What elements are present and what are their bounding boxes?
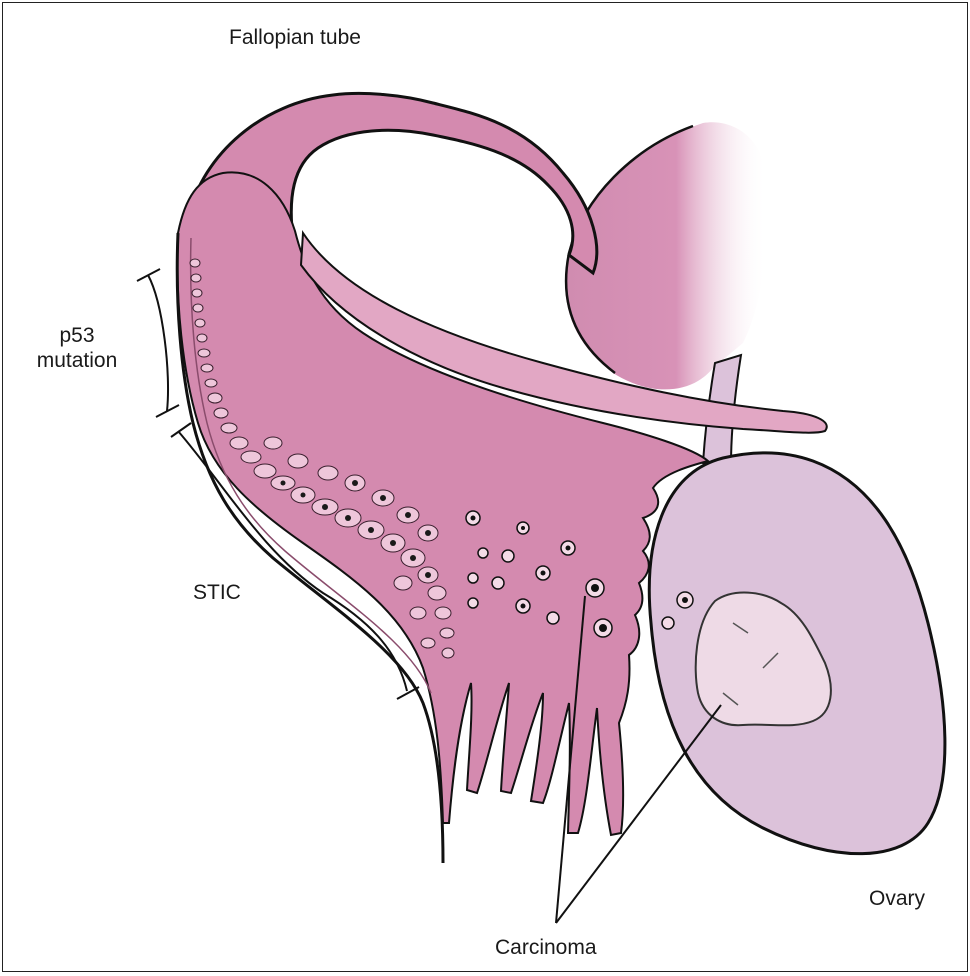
stic-label: STIC	[193, 580, 241, 605]
carcinoma-label: Carcinoma	[495, 935, 597, 960]
stic-bracket-cap-bottom	[397, 687, 419, 699]
p53-label-line2: mutation	[25, 348, 129, 373]
p53-mutation-label: p53 mutation	[25, 323, 129, 373]
anatomy-illustration	[3, 3, 969, 973]
p53-bracket-cap-top	[137, 269, 160, 281]
p53-label-line1: p53	[25, 323, 129, 348]
fallopian-tube-label: Fallopian tube	[229, 25, 361, 50]
ovary-label: Ovary	[869, 886, 925, 911]
p53-bracket	[148, 275, 168, 411]
